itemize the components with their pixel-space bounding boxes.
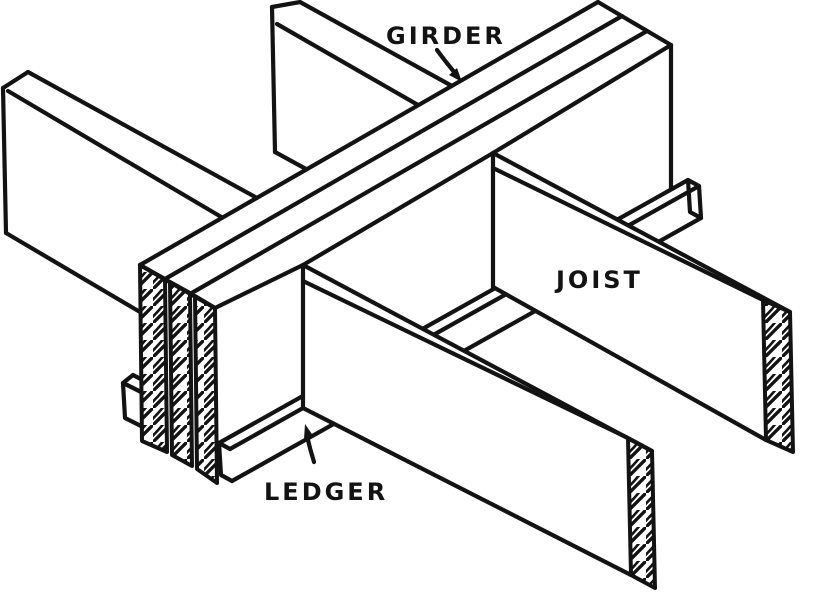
ledger-label: LEDGER: [264, 478, 388, 506]
ledger-arrow: [304, 433, 317, 465]
ledger-arrowhead: [304, 424, 314, 439]
girder-callout: GIRDER: [386, 22, 506, 82]
joist: [490, 150, 795, 454]
girder-label: GIRDER: [386, 22, 506, 50]
joist-end-grain: [761, 298, 795, 454]
joist-label: JOIST: [554, 266, 643, 294]
front-joist: [300, 262, 657, 590]
rear-joist: [269, 0, 455, 172]
joist-end-grain: [626, 436, 657, 590]
joist-callout: JOIST: [554, 266, 643, 294]
ledger-callout: LEDGER: [264, 424, 388, 506]
girder-arrowhead: [449, 68, 462, 82]
girder-end-grain: [138, 263, 219, 485]
girder: [137, 0, 674, 485]
girder-arrow: [434, 47, 458, 76]
